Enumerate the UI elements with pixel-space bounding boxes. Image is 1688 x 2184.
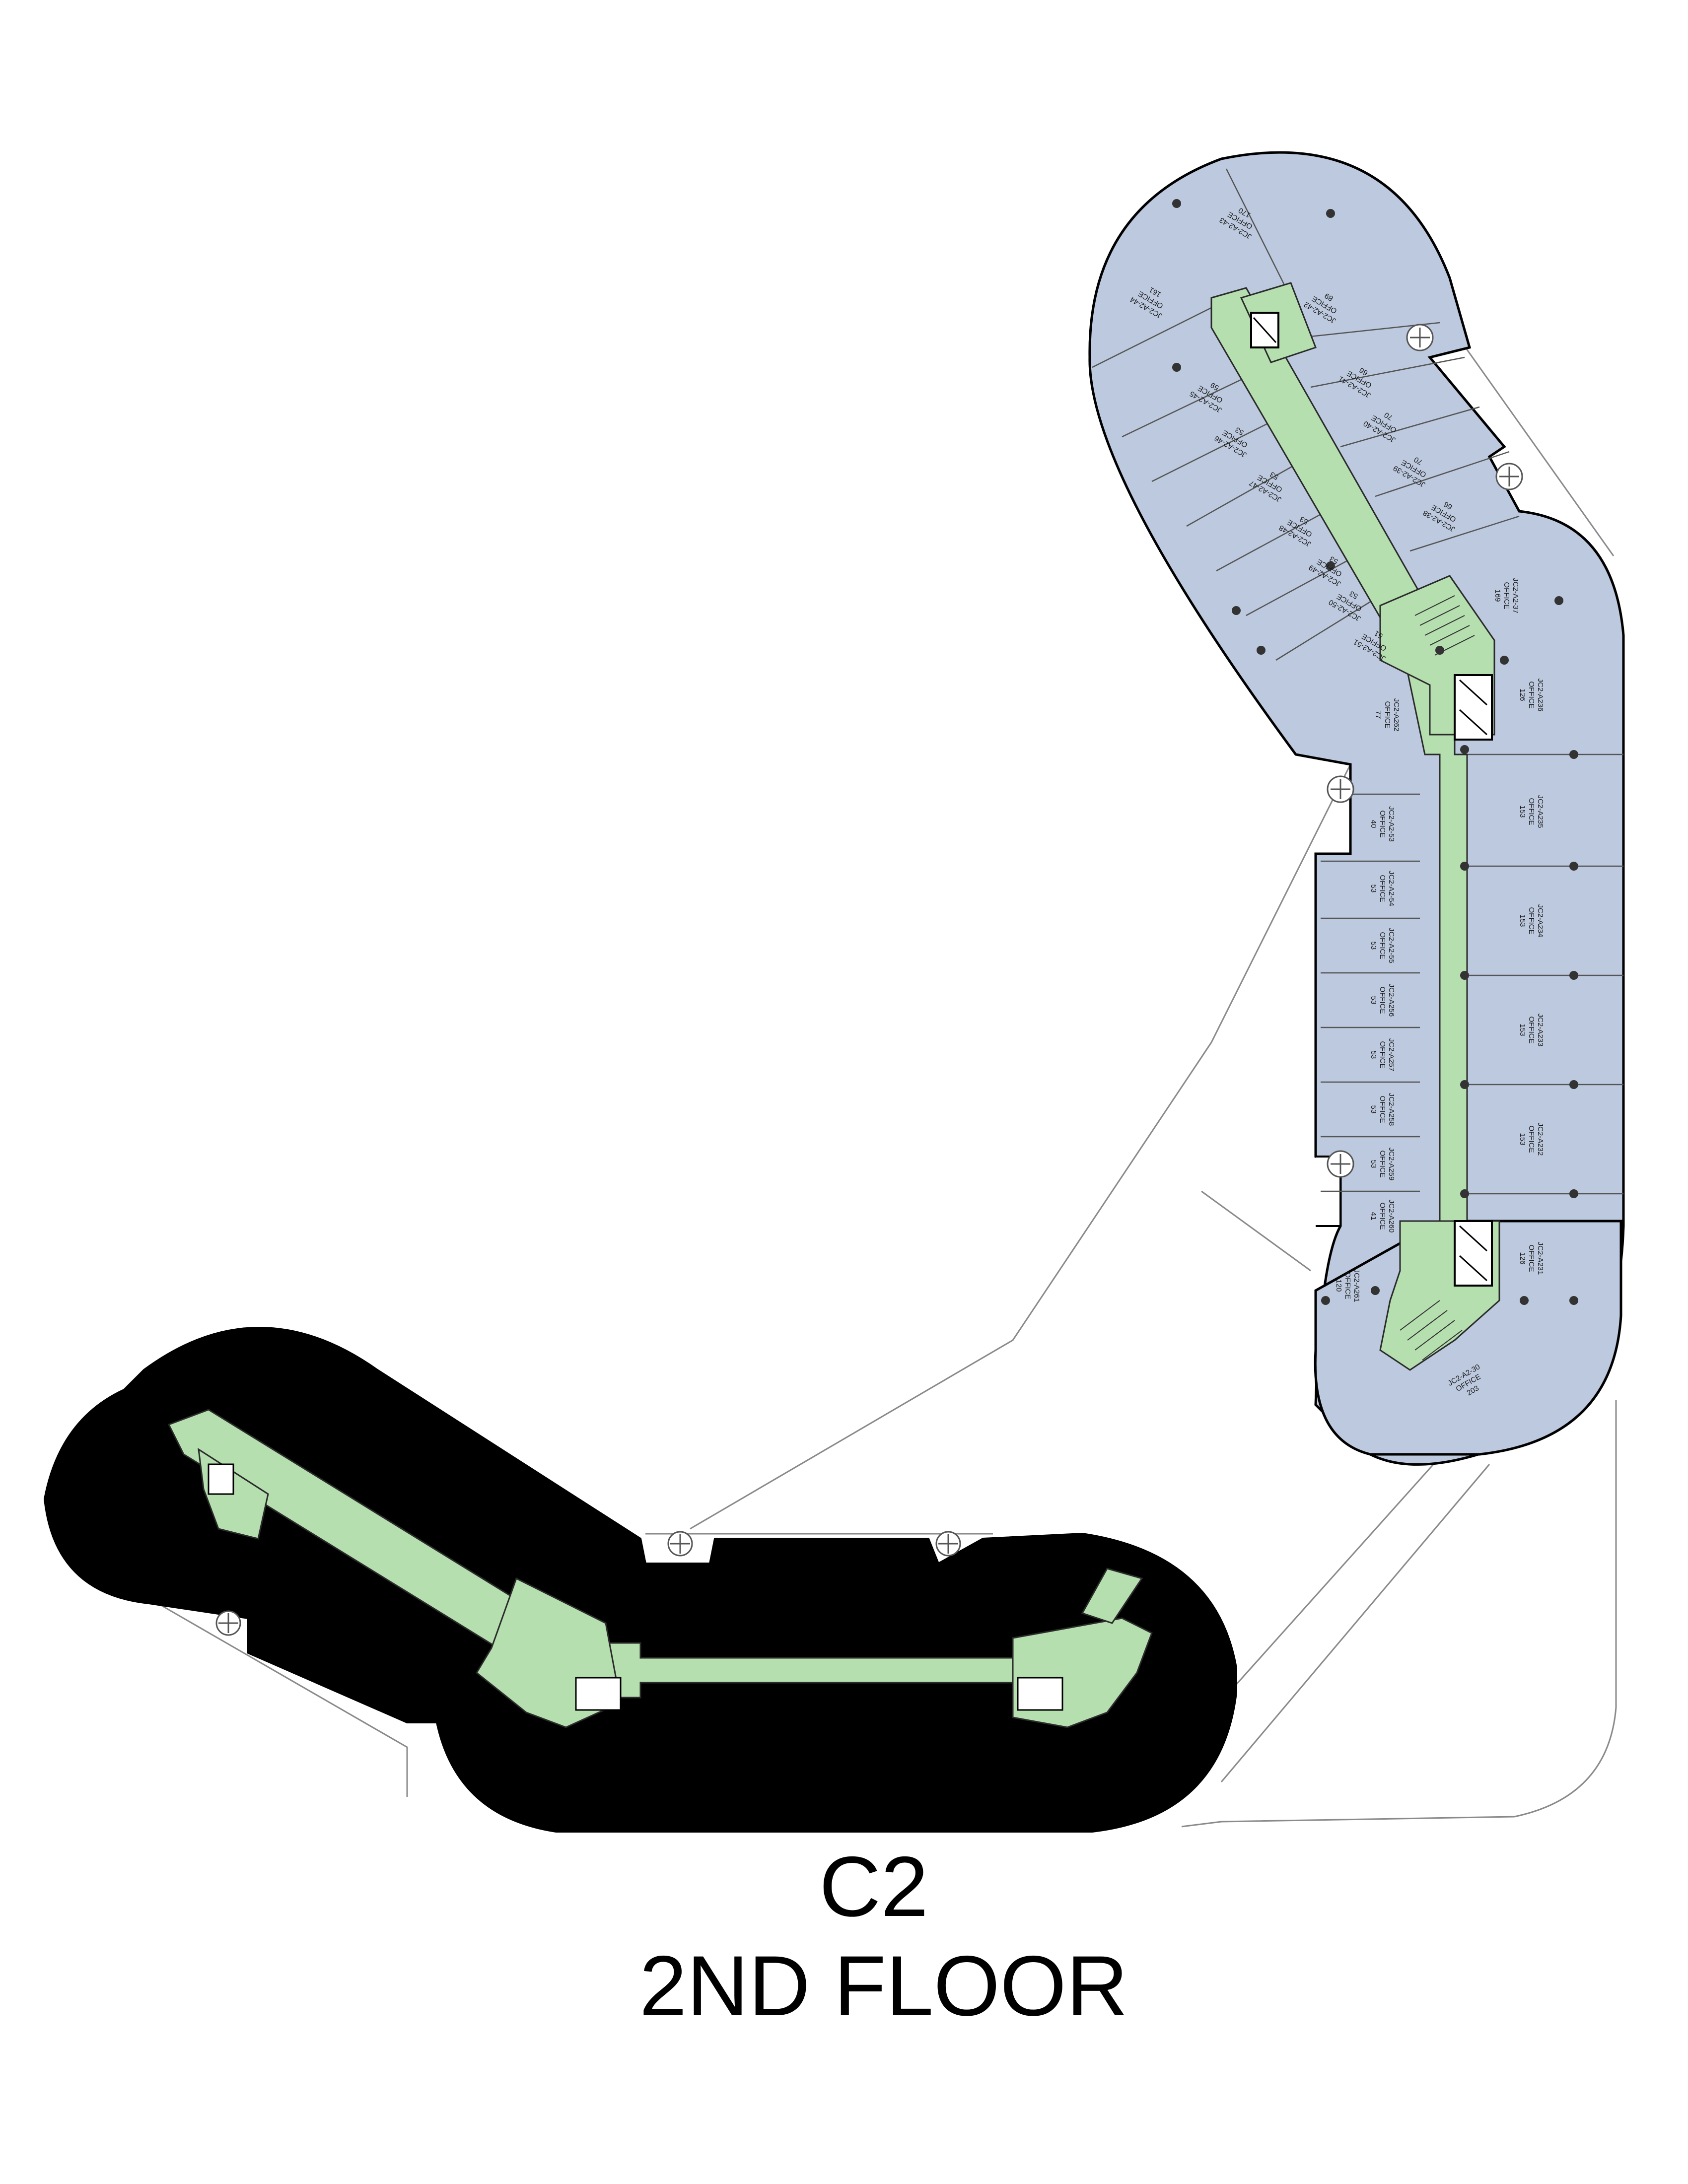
unit-area: 66 — [1358, 366, 1369, 377]
unit-area: 53 — [1369, 1105, 1378, 1114]
stairs-icon — [1400, 595, 1475, 1361]
unit-id: JC2-A233 — [1536, 1014, 1545, 1047]
unit-id: JC2-A2-54 — [1387, 871, 1396, 906]
wing-east-north: JC2-A236OFFICE126JC2-A235OFFICE153JC2-A2… — [1088, 151, 1625, 1466]
north-wing-partitions — [1092, 168, 1520, 661]
unit-area: 126 — [1518, 688, 1527, 701]
unit-id: JC2-A262 — [1392, 698, 1401, 732]
unit-area: 153 — [1518, 1133, 1527, 1145]
unit-area: 169 — [1493, 589, 1502, 602]
unit-type: OFFICE — [1378, 1203, 1387, 1230]
unit-type: OFFICE — [1383, 701, 1392, 729]
unit-id: JC2-A259 — [1387, 1148, 1396, 1181]
unit-area: 41 — [1369, 1212, 1378, 1221]
unit-id: JC2-A2-55 — [1387, 928, 1396, 963]
unit-type: OFFICE — [1527, 1126, 1536, 1153]
building-title: C2 — [819, 1839, 928, 1934]
unit-area: 70 — [1383, 410, 1394, 422]
wing-south-west — [43, 1327, 1237, 1833]
unit-area: 120 — [1335, 1279, 1343, 1292]
unit-area: 40 — [1369, 820, 1378, 828]
unit-id: JC2-A2-37 — [1511, 578, 1520, 614]
unit-area: 53 — [1234, 425, 1245, 437]
unit-area: 53 — [1369, 942, 1378, 950]
unit-type: OFFICE — [1527, 1017, 1536, 1044]
site-boundary — [148, 213, 1617, 1828]
unit-id: JC2-A257 — [1387, 1038, 1396, 1072]
unit-area: 59 — [1209, 381, 1220, 392]
tree-icon — [215, 1531, 961, 1636]
unit-type: OFFICE — [1378, 987, 1387, 1014]
unit-area: 153 — [1518, 914, 1527, 927]
column-icon — [1172, 199, 1578, 1305]
unit-type: OFFICE — [1378, 875, 1387, 902]
unit-id: JC2-A261 — [1352, 1269, 1361, 1302]
east-wing-partitions — [1321, 753, 1623, 1195]
floor-title: 2ND FLOOR — [639, 1938, 1128, 2034]
east-wing-labels: JC2-A236OFFICE126JC2-A235OFFICE153JC2-A2… — [1335, 679, 1545, 1398]
unit-type: OFFICE — [1378, 932, 1387, 959]
unit-id: JC2-A231 — [1536, 1242, 1545, 1275]
unit-type: OFFICE — [1527, 1245, 1536, 1272]
unit-id: JC2-A236 — [1536, 679, 1545, 712]
unit-area: 53 — [1328, 554, 1339, 566]
unit-type: OFFICE — [1378, 1151, 1387, 1178]
unit-type: OFFICE — [1378, 811, 1387, 838]
unit-id: JC2-A260 — [1387, 1200, 1396, 1233]
elevator-icon — [1250, 312, 1493, 1287]
unit-area: 77 — [1374, 711, 1383, 719]
core-sw-arm — [1081, 1568, 1143, 1624]
unit-area: 53 — [1348, 589, 1359, 601]
unit-type: OFFICE — [1343, 1272, 1352, 1299]
unit-area: 153 — [1518, 805, 1527, 818]
unit-area: 51 — [1373, 629, 1384, 640]
unit-type: OFFICE — [1527, 798, 1536, 825]
south-west-wing-shape — [43, 1327, 1237, 1833]
tree-icon — [1327, 324, 1523, 1178]
unit-id: JC2-A234 — [1536, 904, 1545, 938]
unit-type: OFFICE — [1378, 1096, 1387, 1123]
unit-area: 53 — [1369, 885, 1378, 893]
unit-area: 53 — [1268, 470, 1280, 481]
elevator-icon — [208, 1463, 1063, 1711]
unit-area: 53 — [1369, 996, 1378, 1005]
unit-area: 126 — [1518, 1252, 1527, 1264]
unit-area: 53 — [1298, 515, 1310, 526]
unit-area: 53 — [1369, 1160, 1378, 1168]
unit-area: 89 — [1323, 291, 1335, 303]
unit-id: JC2-A258 — [1387, 1093, 1396, 1126]
unit-area: 70 — [1412, 455, 1424, 467]
unit-area: 153 — [1518, 1024, 1527, 1036]
unit-id: JC2-A232 — [1536, 1123, 1545, 1156]
unit-type: OFFICE — [1527, 682, 1536, 709]
east-wing-south-end — [1314, 1220, 1622, 1456]
unit-id: JC2-A256 — [1387, 984, 1396, 1017]
unit-id: JC2-A2-53 — [1387, 806, 1396, 842]
unit-area: 66 — [1442, 500, 1454, 511]
unit-id: JC2-A235 — [1536, 795, 1545, 828]
unit-type: OFFICE — [1527, 907, 1536, 935]
unit-type: OFFICE — [1502, 582, 1511, 610]
unit-area: 53 — [1369, 1051, 1378, 1059]
unit-type: OFFICE — [1378, 1041, 1387, 1069]
